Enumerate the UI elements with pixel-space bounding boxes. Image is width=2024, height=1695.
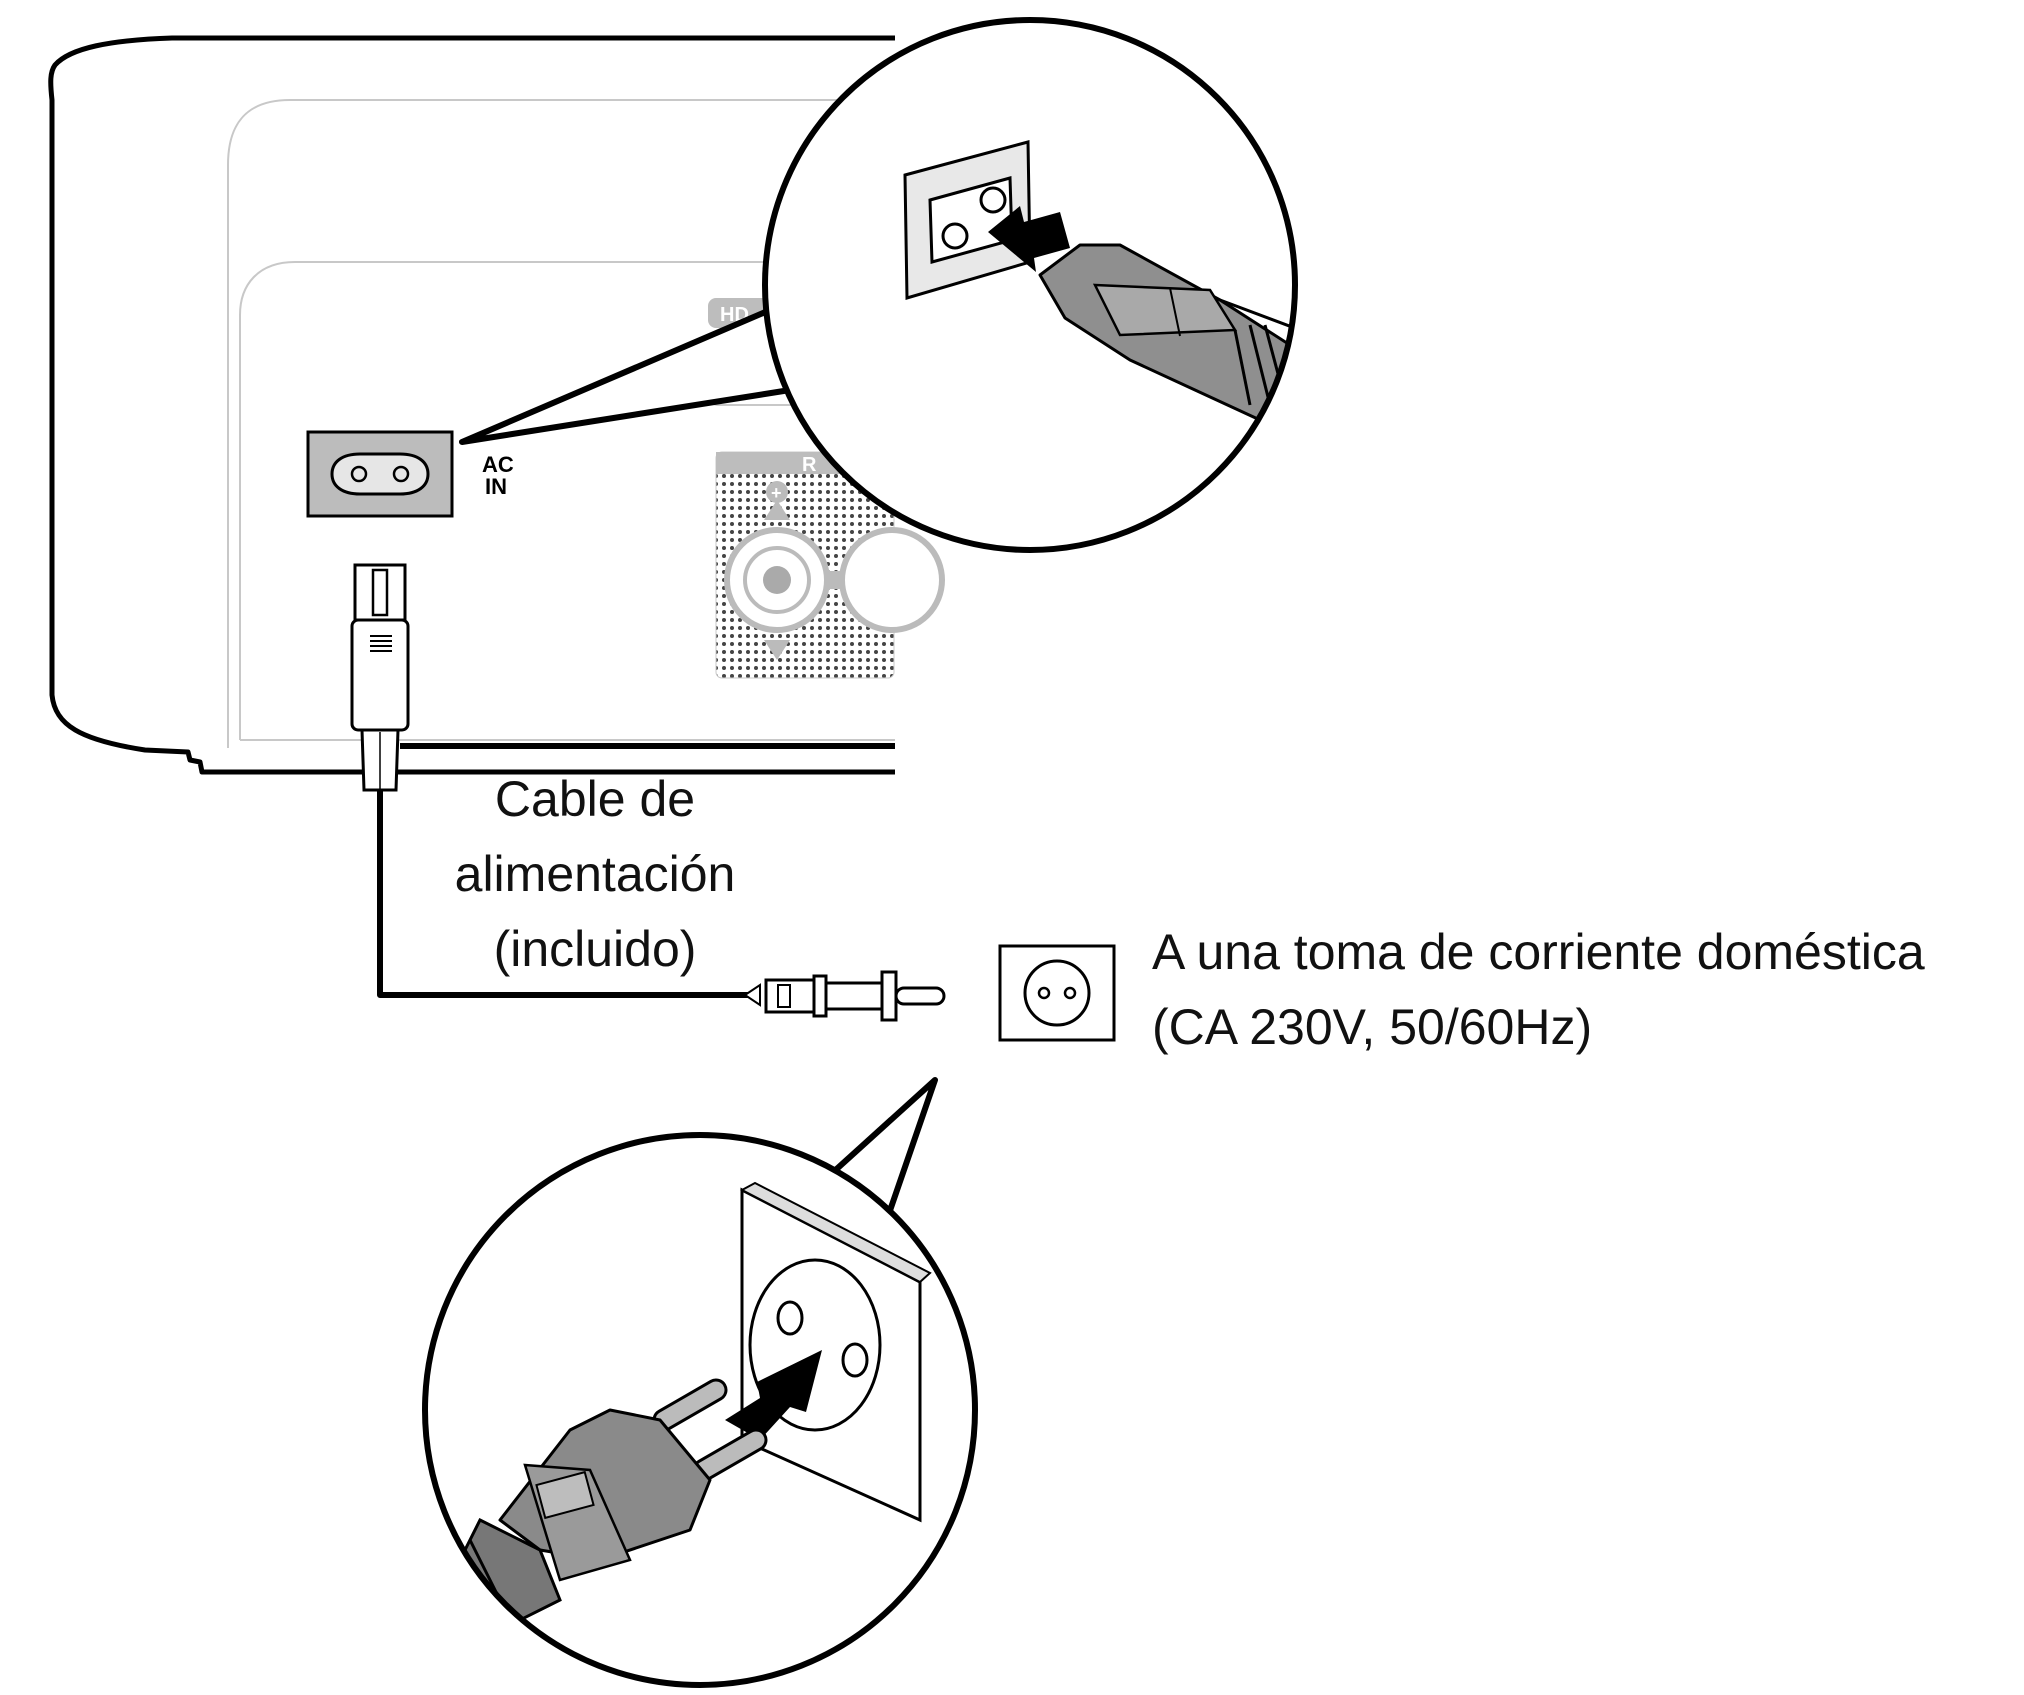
ac-in-label-top: AC xyxy=(482,452,514,477)
receiver-rear-panel: HD R + AC IN xyxy=(48,35,945,792)
outlet-label-line2: (CA 230V, 50/60Hz) xyxy=(1152,999,1593,1055)
outlet-label: A una toma de corriente doméstica (CA 23… xyxy=(1152,915,1925,1065)
speaker-terminals: R + xyxy=(715,451,945,679)
cable-end-plug xyxy=(743,970,946,1022)
svg-text:+: + xyxy=(771,483,782,503)
power-cable-label-line3: (incluido) xyxy=(493,921,697,977)
zoom-callout-wall-socket xyxy=(422,1077,978,1688)
power-cable-label: Cable de alimentación (incluido) xyxy=(380,762,810,987)
outlet-label-line1: A una toma de corriente doméstica xyxy=(1152,924,1925,980)
svg-text:R: R xyxy=(802,454,817,476)
wall-outlet-icon xyxy=(998,944,1116,1042)
power-cable-label-line2: alimentación xyxy=(454,846,736,902)
ac-in-socket: AC IN xyxy=(306,430,514,518)
power-cable-label-line1: Cable de xyxy=(494,771,696,827)
power-cable xyxy=(377,790,750,998)
figure8-connector xyxy=(350,563,410,792)
zoom-callout-ac-inlet xyxy=(459,17,1298,553)
ac-in-label-bottom: IN xyxy=(485,474,507,499)
